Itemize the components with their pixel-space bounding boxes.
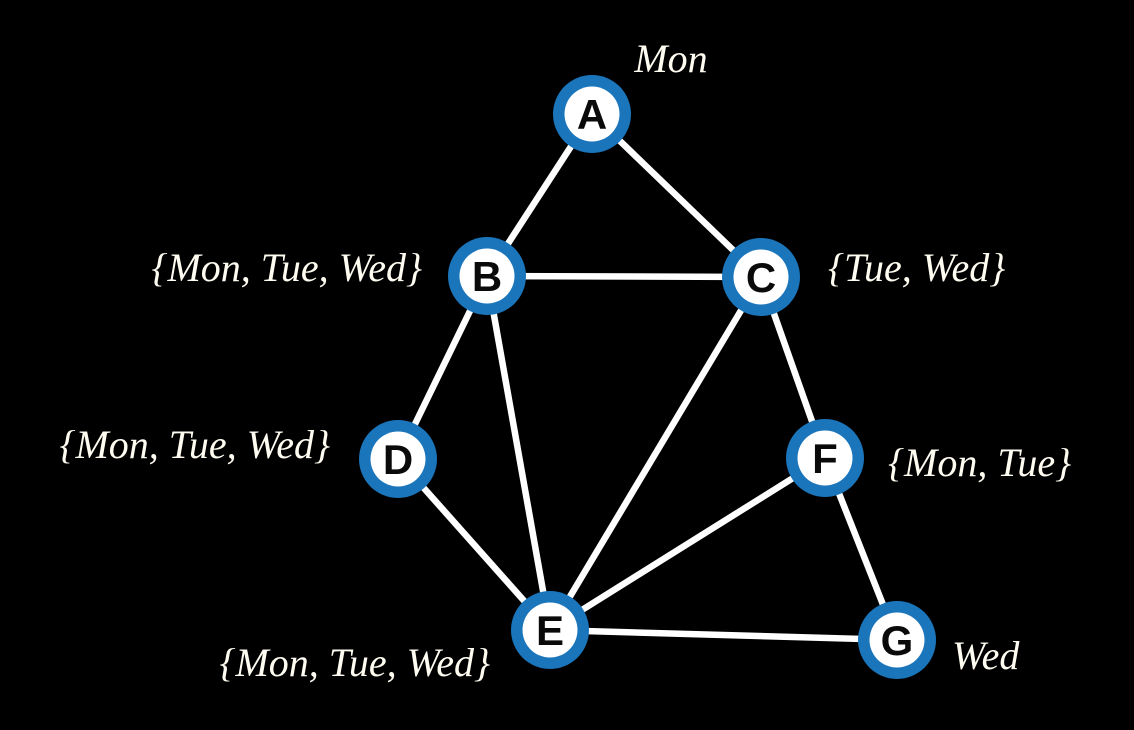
node-F: F bbox=[786, 419, 864, 497]
node-E-fill bbox=[522, 602, 578, 658]
node-F-fill bbox=[797, 430, 853, 486]
domain-label-A: Mon bbox=[633, 36, 707, 81]
node-E-letter: E bbox=[536, 607, 564, 654]
edge-B-C bbox=[486, 272, 762, 281]
domain-label-G: Wed bbox=[952, 633, 1020, 678]
domain-label-E: {Mon, Tue, Wed} bbox=[219, 640, 490, 685]
node-D-fill bbox=[370, 431, 426, 487]
edge-A-C bbox=[589, 111, 764, 280]
node-E: E bbox=[511, 591, 589, 669]
domain-label-F: {Mon, Tue} bbox=[888, 440, 1071, 485]
node-B: B bbox=[448, 237, 526, 315]
domain-label-C: {Tue, Wed} bbox=[828, 245, 1005, 290]
node-G-letter: G bbox=[881, 617, 914, 664]
node-C-letter: C bbox=[746, 254, 776, 301]
edge-E-F bbox=[548, 455, 827, 633]
edge-E-G bbox=[549, 626, 898, 644]
edge-layer bbox=[395, 111, 901, 644]
node-A-letter: A bbox=[577, 91, 607, 138]
label-layer: Mon {Mon, Tue, Wed} {Tue, Wed} {Mon, Tue, W… bbox=[59, 36, 1071, 685]
domain-label-D: {Mon, Tue, Wed} bbox=[59, 422, 330, 467]
node-C: C bbox=[722, 238, 800, 316]
node-D-letter: D bbox=[383, 436, 413, 483]
node-F-letter: F bbox=[812, 435, 838, 482]
node-D: D bbox=[359, 420, 437, 498]
domain-label-B: {Mon, Tue, Wed} bbox=[151, 245, 422, 290]
node-B-letter: B bbox=[472, 253, 502, 300]
node-A: A bbox=[553, 75, 631, 153]
node-A-fill bbox=[564, 86, 620, 142]
node-C-fill bbox=[733, 249, 789, 305]
node-B-fill bbox=[459, 248, 515, 304]
edge-C-E bbox=[547, 275, 764, 632]
edge-B-E bbox=[483, 275, 554, 631]
node-G-fill bbox=[869, 612, 925, 668]
node-layer: A B C D F E G bbox=[359, 75, 936, 679]
node-G: G bbox=[858, 601, 936, 679]
